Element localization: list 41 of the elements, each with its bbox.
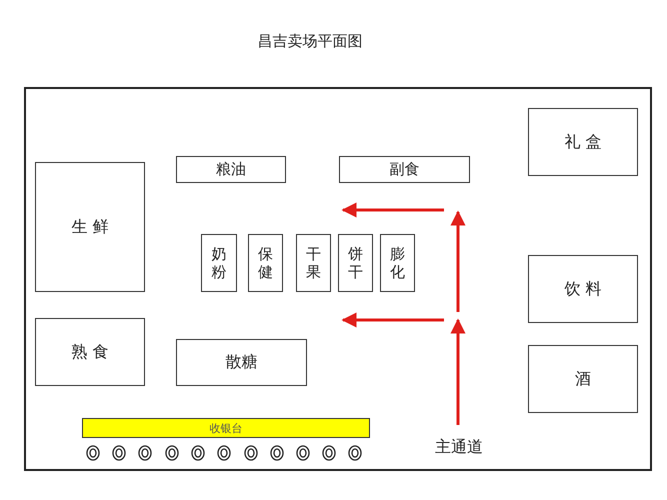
section-name: 酒: [575, 368, 591, 390]
shelf-label: [176, 156, 286, 183]
section-name: 奶粉: [212, 245, 226, 281]
section-name: 饮 料: [564, 278, 602, 300]
shelf-unit: [248, 234, 283, 292]
section-name: 生 鲜: [71, 216, 109, 238]
checkout-counter: [82, 418, 370, 438]
aisle-label: 主通道: [435, 437, 483, 458]
checkout-lane-icon: [165, 445, 179, 461]
checkout-lane-icon: [217, 445, 231, 461]
checkout-lane-icon: [191, 445, 205, 461]
plan-title: 昌吉卖场平面图: [256, 32, 364, 51]
checkout-lane-icon: [270, 445, 284, 461]
section-name: 熟 食: [71, 342, 109, 362]
checkout-lane-icon: [112, 445, 126, 461]
shelf-area: [176, 339, 307, 386]
section-name: 副食: [390, 160, 420, 179]
section-name: 礼 盒: [564, 132, 602, 152]
section-name: 收银台: [210, 420, 242, 436]
checkout-lane-icon: [86, 445, 100, 461]
section-name: 饼干: [348, 245, 363, 281]
section-name: 粮油: [216, 160, 246, 179]
shelf-unit: [338, 234, 373, 292]
shelf-area: [528, 345, 638, 413]
section-name: 膨化: [390, 245, 405, 281]
shelf-unit: [380, 234, 415, 292]
shelf-label: [339, 156, 470, 183]
shelf-unit: [201, 234, 237, 292]
shelf-area: [528, 255, 638, 323]
shelf-unit: [296, 234, 331, 292]
section-name: 散糖: [226, 352, 258, 373]
checkout-lane-icon: [138, 445, 152, 461]
checkout-lane-icon: [296, 445, 310, 461]
checkout-lane-icon: [322, 445, 336, 461]
shelf-area: [35, 318, 145, 386]
section-name: 干果: [306, 245, 321, 281]
shelf-area: [35, 162, 145, 292]
section-name: 保健: [258, 245, 273, 281]
checkout-lane-icon: [244, 445, 258, 461]
shelf-area: [528, 108, 638, 176]
checkout-lane-icon: [348, 445, 362, 461]
